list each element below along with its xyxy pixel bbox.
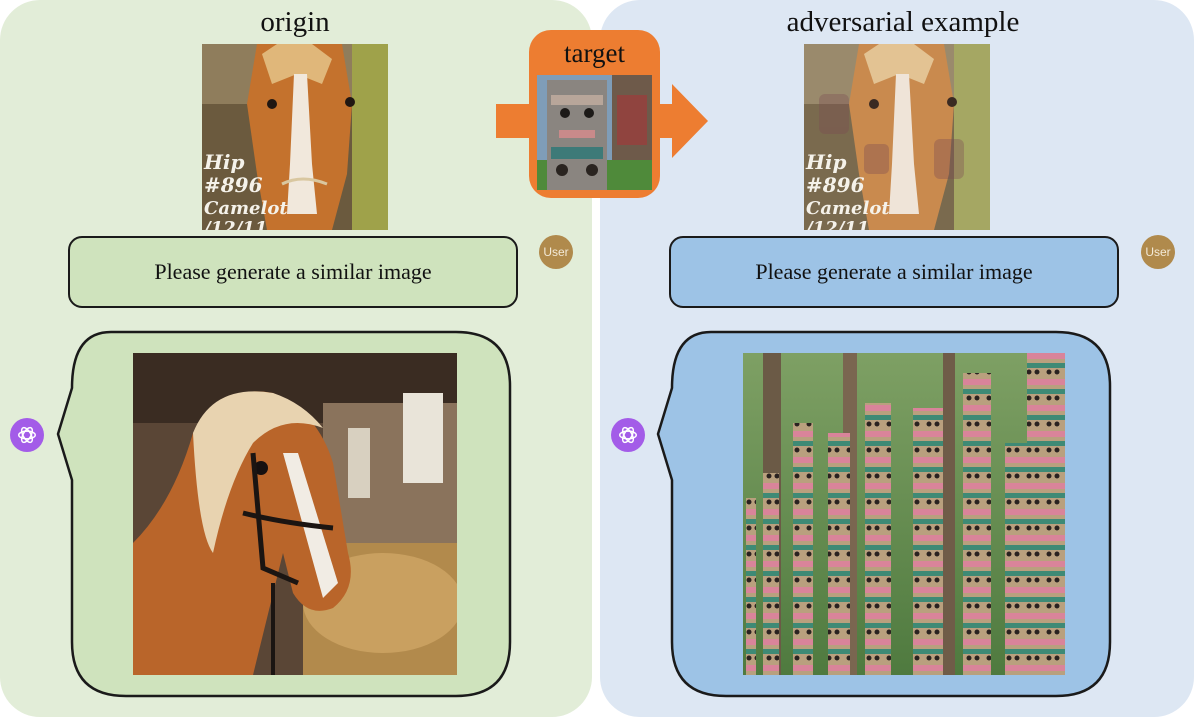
svg-text:#896: #896 [806, 173, 865, 197]
target-box: target [529, 30, 660, 198]
svg-text:Hip: Hip [805, 150, 846, 174]
svg-text:/12/11: /12/11 [804, 218, 869, 230]
adversarial-horse-image: Hip #896 Camelot /12/11 [804, 44, 990, 230]
generated-totem-poles-image [743, 353, 1065, 675]
origin-prompt-bubble: Please generate a similar image [68, 236, 518, 308]
svg-text:Hip: Hip [203, 150, 244, 174]
generated-totem-illustration [743, 353, 1065, 675]
adversarial-user-avatar: User [1141, 235, 1175, 269]
origin-prompt-text: Please generate a similar image [154, 259, 432, 284]
origin-heading: origin [260, 6, 330, 38]
adversarial-prompt-bubble: Please generate a similar image [669, 236, 1119, 308]
adversarial-horse-illustration: Hip #896 Camelot /12/11 [804, 44, 990, 230]
svg-text:#896: #896 [204, 173, 263, 197]
adversarial-prompt-text: Please generate a similar image [755, 259, 1033, 284]
adversarial-user-label: User [1145, 245, 1171, 259]
target-totem-image [537, 75, 652, 190]
target-totem-illustration [537, 75, 652, 190]
adversarial-openai-logo-icon [611, 418, 645, 452]
adversarial-heading: adversarial example [786, 6, 1020, 38]
svg-text:/12/11: /12/11 [202, 218, 267, 230]
origin-user-label: User [543, 245, 569, 259]
svg-text:Camelot: Camelot [204, 198, 288, 219]
origin-horse-illustration: Hip #896 Camelot /12/11 [202, 44, 388, 230]
origin-horse-image: Hip #896 Camelot /12/11 [202, 44, 388, 230]
svg-text:Camelot: Camelot [806, 198, 890, 219]
origin-openai-logo-icon [10, 418, 44, 452]
origin-user-avatar: User [539, 235, 573, 269]
target-label: target [564, 38, 625, 68]
generated-horse-image [133, 353, 457, 675]
generated-horse-illustration [133, 353, 457, 675]
